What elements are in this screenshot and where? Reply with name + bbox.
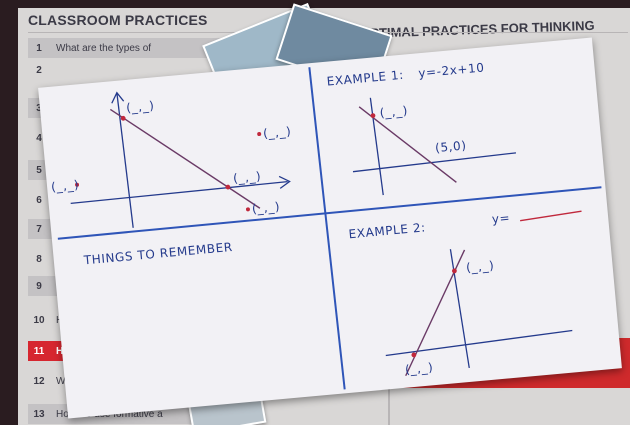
example2-answer-blank: [520, 210, 582, 222]
poster-row: 12 W: [28, 371, 228, 391]
point-dot: [75, 182, 80, 187]
poster-column-divider: [388, 380, 390, 425]
arrow-right-icon: [278, 175, 291, 189]
point-dot: [257, 132, 262, 137]
example2-x-axis: [385, 329, 573, 357]
graph-point-top-label: (_,_): [126, 98, 155, 114]
poster-row: 4: [28, 128, 228, 148]
graph-point-right-label: (_,_): [232, 169, 261, 185]
graph-point-lower-right-label: (_,_): [251, 199, 280, 215]
example1-line: [358, 106, 457, 183]
intercept-dot: [225, 184, 231, 190]
poster-row-number: 13: [33, 408, 45, 420]
poster-row-number: 9: [36, 280, 42, 292]
poster-row: 2: [28, 60, 228, 80]
poster-row-number: 12: [33, 375, 45, 387]
example2-point-top-label: (_,_): [466, 258, 495, 274]
example2-heading: EXAMPLE 2:: [348, 220, 426, 241]
index-card-drawing: (_,_) (_,_) (_,_) (_,_) (_,_) EXAMPLE 1:…: [51, 60, 602, 390]
example1-intercept-dot: [370, 113, 376, 119]
poster-row-text: H: [56, 345, 64, 357]
poster-row: 6: [28, 190, 228, 210]
example1-equation: y=-2x+10: [418, 60, 485, 80]
poster-row-text: W: [56, 375, 66, 387]
graph-point-left-label: (_,_): [51, 178, 80, 194]
example1-point-y-label: (_,_): [379, 103, 408, 119]
arrow-up-icon: [111, 91, 125, 104]
horizontal-divider: [57, 186, 602, 240]
example1-x-axis: [352, 152, 517, 173]
poster-row-number: 10: [33, 314, 45, 326]
example2-equation: y=: [491, 211, 511, 227]
vertical-divider: [308, 67, 346, 390]
example2-top-dot: [452, 268, 457, 274]
point-dot: [245, 207, 250, 212]
remember-heading: THINGS TO REMEMBER: [82, 240, 233, 268]
example1-point-x-label: (5,0): [435, 138, 468, 155]
poster-row-number: 5: [36, 164, 42, 176]
graph-point-upper-right-label: (_,_): [263, 124, 292, 140]
index-card: (_,_) (_,_) (_,_) (_,_) (_,_) EXAMPLE 1:…: [38, 37, 622, 419]
example2-line: [405, 249, 466, 377]
example1-heading: EXAMPLE 1:: [326, 68, 404, 89]
poster-row: 1 What are the types of: [28, 38, 228, 58]
graph-x-axis: [70, 181, 288, 205]
poster-row-text: What are the types of: [56, 42, 152, 54]
poster-row-number: 8: [36, 253, 42, 265]
poster-row-number: 7: [36, 223, 42, 235]
poster-title-left: CLASSROOM PRACTICES: [28, 12, 208, 28]
example2-bottom-dot: [411, 352, 417, 358]
poster-row-number: 11: [33, 345, 45, 357]
intercept-dot: [120, 115, 126, 121]
poster-row-number: 4: [36, 132, 42, 144]
poster-row-number: 1: [36, 42, 42, 54]
poster-row: 8: [28, 249, 228, 269]
poster-row-number: 6: [36, 194, 42, 206]
graph-line: [109, 108, 261, 209]
example2-point-bottom-label: (_,_): [405, 360, 434, 376]
poster-row-number: 2: [36, 64, 42, 76]
